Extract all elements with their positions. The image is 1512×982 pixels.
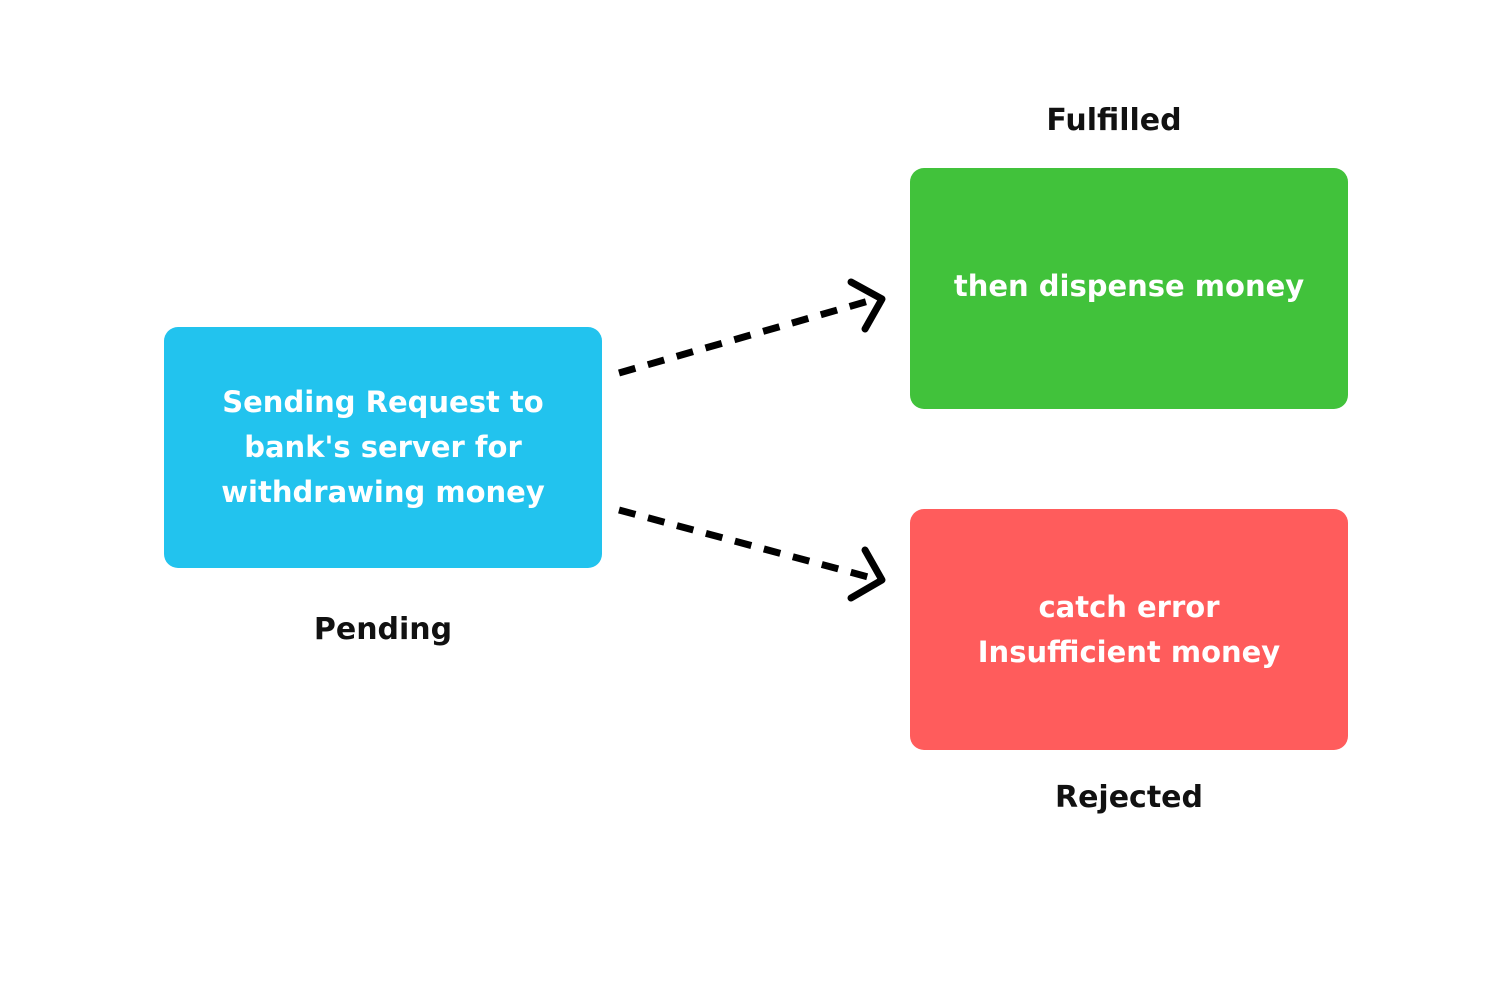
fulfilled-state-label: Fulfilled [1046,103,1182,138]
pending-text-line-3: withdrawing money [221,475,545,509]
arrowhead-to-fulfilled-icon [847,278,886,333]
pending-text-line-2: bank's server for [244,430,522,464]
arrow-pending-to-rejected [618,506,886,602]
pending-request-box: Sending Request to bank's server for wit… [164,327,602,568]
pending-text-line-1: Sending Request to [222,385,544,419]
pending-state-label: Pending [313,612,453,647]
rejected-text-line-1: catch error [1038,589,1220,624]
dashed-connector-to-rejected [618,506,873,582]
arrow-pending-to-fulfilled [618,278,886,377]
rejected-outcome-box: catch error Insufficient money [910,509,1348,750]
dashed-connector-to-fulfilled [618,296,873,377]
fulfilled-outcome-box: then dispense money [910,168,1348,409]
rejected-text-line-2: Insufficient money [977,634,1281,669]
rejected-state-label: Rejected [1054,780,1204,815]
fulfilled-text-line-1: then dispense money [953,268,1305,303]
arrowhead-to-rejected-icon [847,546,886,602]
